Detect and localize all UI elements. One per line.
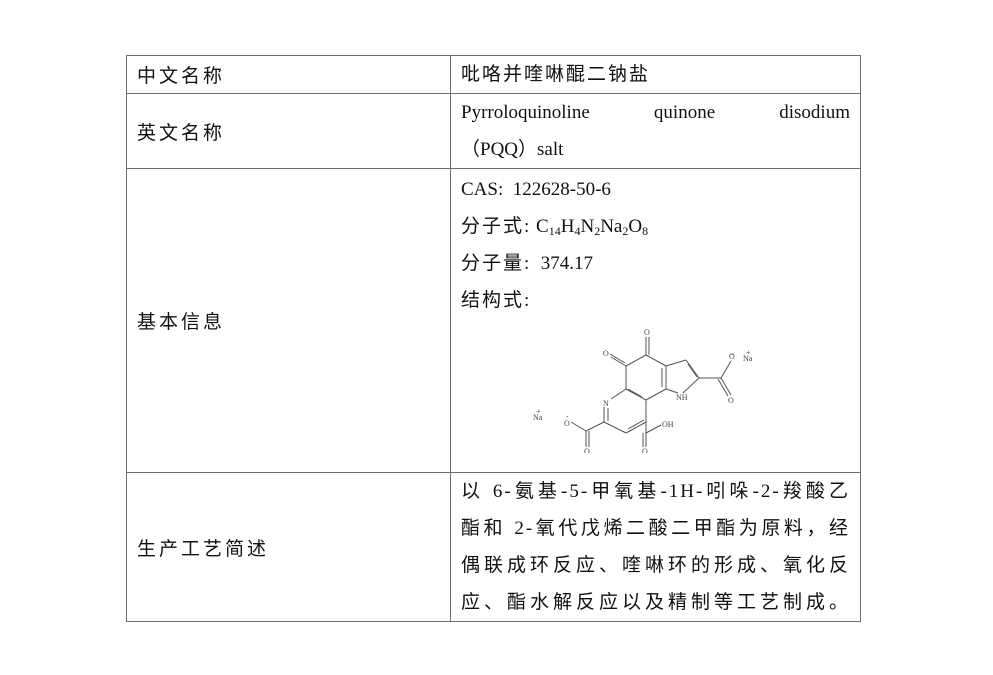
product-info-table: 中文名称 吡咯并喹啉醌二钠盐 英文名称 Pyrroloquinoline qui… <box>126 55 861 622</box>
mw-line: 分子量: 374.17 <box>461 245 850 282</box>
row-english-name: 英文名称 Pyrroloquinoline quinone disodium （… <box>126 93 861 169</box>
svg-text:O: O <box>603 349 609 358</box>
label-basic-info: 基本信息 <box>126 168 451 473</box>
value-basic-info: CAS: 122628-50-6 分子式: C14H4N2Na2O8 分子量: … <box>450 168 861 473</box>
structure-label: 结构式: <box>461 290 532 311</box>
value-chinese-name: 吡咯并喹啉醌二钠盐 <box>450 55 861 94</box>
svg-text:O: O <box>642 447 648 453</box>
chemical-structure-diagram: O O N NH OH O - Na + O Na + O - O O <box>533 328 753 453</box>
row-basic-info: 基本信息 CAS: 122628-50-6 分子式: C14H4N2Na2O8 … <box>126 168 861 473</box>
mw-label: 分子量: <box>461 253 532 274</box>
svg-text:N: N <box>603 399 609 408</box>
process-line-2: 酯和 2-氧代戊烯二酸二甲酯为原料，经 <box>461 518 850 539</box>
svg-text:O: O <box>644 328 650 337</box>
svg-text:+: + <box>746 348 751 357</box>
process-line-3: 偶联成环反应、喹啉环的形成、氧化反 <box>461 555 850 576</box>
row-chinese-name: 中文名称 吡咯并喹啉醌二钠盐 <box>126 55 861 94</box>
value-english-name: Pyrroloquinoline quinone disodium （PQQ）s… <box>450 93 861 169</box>
cas-label: CAS: <box>461 179 504 200</box>
svg-text:O: O <box>564 419 570 428</box>
svg-text:O: O <box>728 396 734 405</box>
svg-text:+: + <box>536 407 541 416</box>
process-line-4: 应、酯水解反应以及精制等工艺制成。 <box>461 592 850 613</box>
process-line-1: 以 6-氨基-5-甲氧基-1H-吲哚-2-羧酸乙 <box>461 481 850 502</box>
molecular-formula: C14H4N2Na2O8 <box>536 216 649 238</box>
mw-value: 374.17 <box>540 253 594 274</box>
formula-line: 分子式: C14H4N2Na2O8 <box>461 208 850 245</box>
svg-text:-: - <box>566 412 569 420</box>
english-name-line2: （PQQ）salt <box>461 139 564 160</box>
svg-text:O: O <box>729 352 735 361</box>
svg-text:OH: OH <box>662 420 674 429</box>
cas-line: CAS: 122628-50-6 <box>461 171 850 208</box>
cas-value: 122628-50-6 <box>512 179 611 200</box>
svg-text:-: - <box>731 350 734 358</box>
svg-text:O: O <box>584 447 590 453</box>
svg-text:Na: Na <box>533 413 543 422</box>
label-production-process: 生产工艺简述 <box>126 472 451 622</box>
svg-text:Na: Na <box>743 354 753 363</box>
svg-text:NH: NH <box>676 393 688 402</box>
value-production-process: 以 6-氨基-5-甲氧基-1H-吲哚-2-羧酸乙 酯和 2-氧代戊烯二酸二甲酯为… <box>450 472 861 622</box>
row-production-process: 生产工艺简述 以 6-氨基-5-甲氧基-1H-吲哚-2-羧酸乙 酯和 2-氧代戊… <box>126 472 861 622</box>
label-chinese-name: 中文名称 <box>126 55 451 94</box>
label-english-name: 英文名称 <box>126 93 451 169</box>
formula-label: 分子式: <box>461 216 532 237</box>
english-name-line1: Pyrroloquinoline quinone disodium <box>461 102 850 123</box>
